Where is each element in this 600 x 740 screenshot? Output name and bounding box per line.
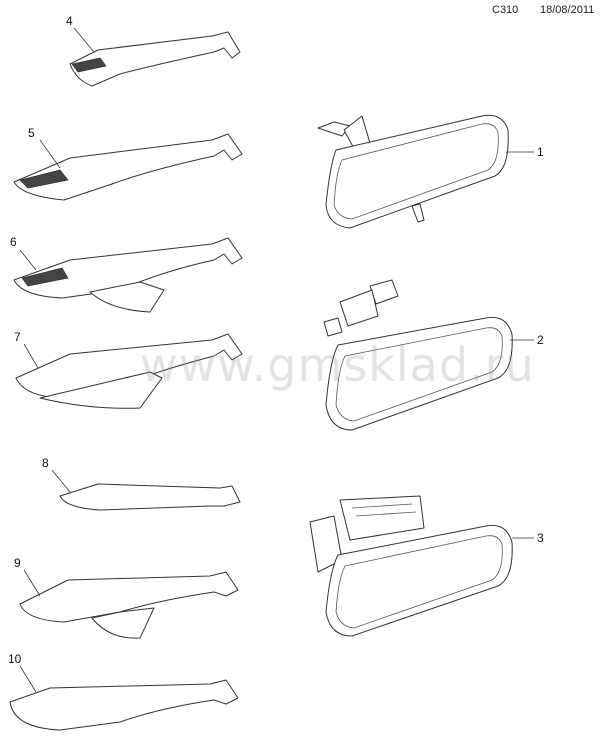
cover-4: [69, 31, 241, 87]
callout-1: 1: [537, 145, 544, 159]
callout-9: 9: [14, 556, 21, 570]
callout-4: 4: [66, 14, 73, 28]
callout-10: 10: [8, 652, 22, 666]
mirror-2: [323, 279, 513, 431]
cover-9: [19, 571, 239, 639]
callout-2: 2: [537, 333, 544, 347]
cover-6: [13, 237, 243, 313]
cover-10: [9, 679, 239, 731]
diagram-code: C310: [492, 4, 519, 16]
cover-7: [15, 333, 243, 409]
callout-5: 5: [28, 126, 35, 140]
cover-5: [13, 133, 243, 201]
callout-6: 6: [10, 235, 17, 249]
diagram-date: 18/08/2011: [540, 4, 595, 16]
callout-3: 3: [537, 531, 544, 545]
cover-8: [59, 483, 241, 511]
mirror-3: [309, 495, 513, 637]
watermark: www.gmsklad.ru: [140, 338, 535, 392]
callout-8: 8: [42, 456, 49, 470]
callout-7: 7: [14, 330, 21, 344]
mirror-1: [317, 114, 509, 229]
